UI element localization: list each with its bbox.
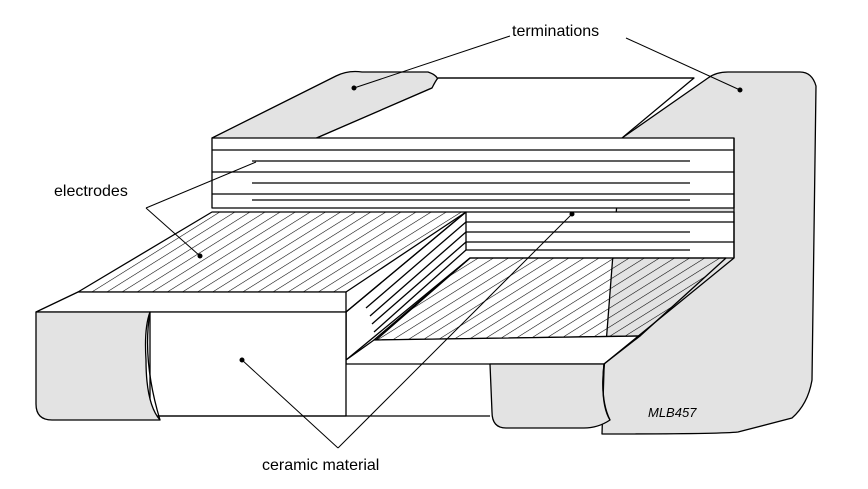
leader-ceramic-left <box>241 359 339 449</box>
leader-electrodes-upper <box>145 161 257 209</box>
left-bottom-termination <box>35 311 161 421</box>
right-bottom-termination <box>489 363 611 429</box>
ceramic-material-label: ceramic material <box>262 457 380 474</box>
electrode-stripes-upper <box>212 149 734 201</box>
terminations-label: terminations <box>512 23 600 40</box>
leader-terminations-left <box>353 35 511 89</box>
upper-block-front <box>211 137 735 209</box>
leader-electrodes-lower <box>145 207 201 257</box>
lower-body-front <box>149 311 347 417</box>
electrodes-label: electrodes <box>54 183 128 200</box>
leader-terminations-right <box>625 37 741 91</box>
leader-ceramic-right <box>337 213 573 449</box>
figure-code: MLB457 <box>648 405 697 420</box>
